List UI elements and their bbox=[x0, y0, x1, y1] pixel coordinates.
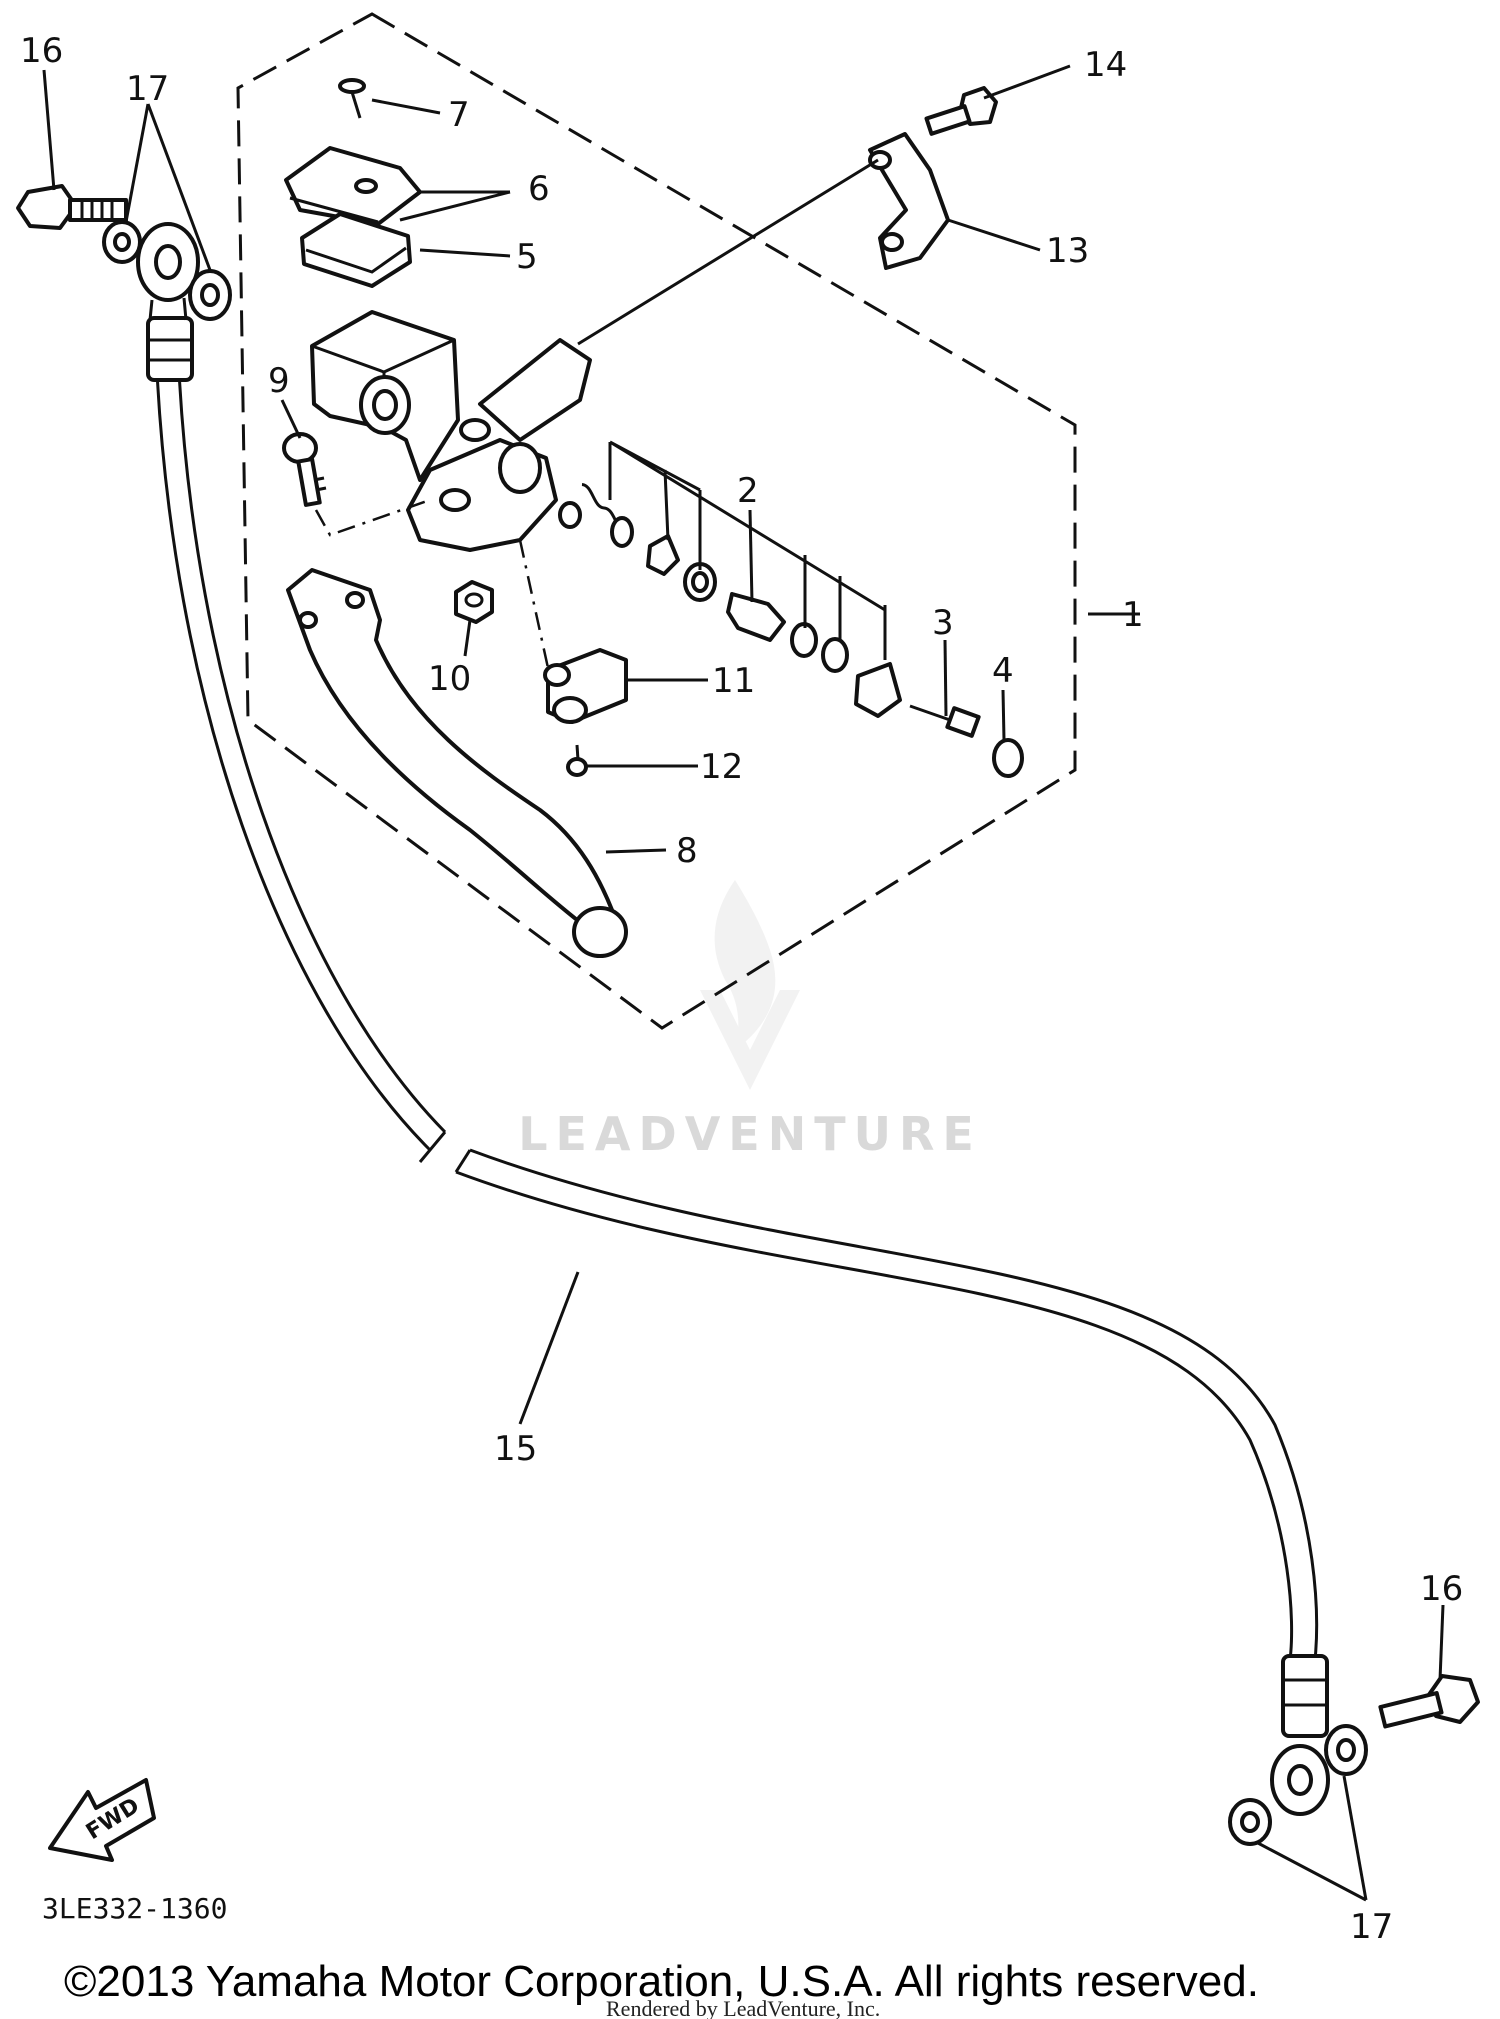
brake-lever bbox=[286, 568, 628, 958]
callout-16-lower: 16 bbox=[1420, 1569, 1463, 1609]
rendered-by: Rendered by LeadVenture, Inc. bbox=[606, 1996, 880, 2019]
callout-16-upper: 16 bbox=[20, 31, 63, 71]
upper-banjo-fitting bbox=[136, 222, 200, 382]
push-rod bbox=[909, 704, 981, 738]
copper-washers-lower bbox=[1228, 1724, 1368, 1846]
union-bolt-upper bbox=[16, 184, 128, 230]
pivot-axis-line bbox=[314, 498, 431, 537]
callout-17-lower: 17 bbox=[1350, 1907, 1393, 1947]
union-bolt-lower bbox=[1378, 1674, 1480, 1729]
callout-14: 14 bbox=[1084, 45, 1127, 85]
callout-13: 13 bbox=[1046, 231, 1089, 271]
leader-lines bbox=[42, 64, 1445, 1902]
diaphragm bbox=[300, 212, 412, 288]
forward-arrow-icon: FWD bbox=[48, 1778, 156, 1862]
callout-labels: 1 2 3 4 5 6 7 8 9 10 11 12 13 14 15 16 1… bbox=[20, 31, 1463, 1947]
callout-4: 4 bbox=[992, 651, 1014, 691]
cap-screw bbox=[338, 78, 366, 119]
copyright-notice: ©2013 Yamaha Motor Corporation, U.S.A. A… bbox=[64, 1957, 1259, 2006]
pivot-nut bbox=[454, 580, 494, 624]
callout-7: 7 bbox=[448, 95, 470, 135]
switch-axis-line bbox=[518, 539, 550, 669]
master-cylinder-body bbox=[310, 310, 592, 552]
clamp-alignment-line bbox=[577, 158, 879, 346]
callout-3: 3 bbox=[932, 603, 954, 643]
switch-screw bbox=[566, 744, 588, 777]
brake-light-switch bbox=[543, 648, 628, 724]
watermark-logo bbox=[700, 880, 800, 1090]
holder-clamp bbox=[868, 132, 950, 270]
pivot-bolt bbox=[282, 432, 327, 507]
clamp-bolt bbox=[924, 86, 998, 136]
assembly-boundary bbox=[236, 12, 1077, 1030]
callout-8: 8 bbox=[676, 831, 698, 871]
copper-washers-upper bbox=[102, 220, 232, 321]
callout-5: 5 bbox=[516, 237, 538, 277]
dust-boot bbox=[992, 738, 1024, 778]
callout-11: 11 bbox=[712, 661, 755, 701]
callout-9: 9 bbox=[268, 361, 290, 401]
callout-17-upper: 17 bbox=[126, 69, 169, 109]
diagram-code: 3LE332-1360 bbox=[42, 1892, 227, 1925]
callout-15: 15 bbox=[494, 1429, 537, 1469]
callout-10: 10 bbox=[428, 659, 471, 699]
brake-hose bbox=[154, 349, 1319, 1661]
callout-2: 2 bbox=[737, 471, 759, 511]
callout-6: 6 bbox=[528, 169, 550, 209]
piston-kit bbox=[558, 440, 902, 718]
lower-banjo-fitting bbox=[1270, 1654, 1330, 1816]
reservoir-cap bbox=[284, 146, 422, 226]
callout-12: 12 bbox=[700, 747, 743, 787]
callout-1: 1 bbox=[1122, 595, 1144, 635]
watermark-text: LEADVENTURE bbox=[518, 1107, 982, 1161]
